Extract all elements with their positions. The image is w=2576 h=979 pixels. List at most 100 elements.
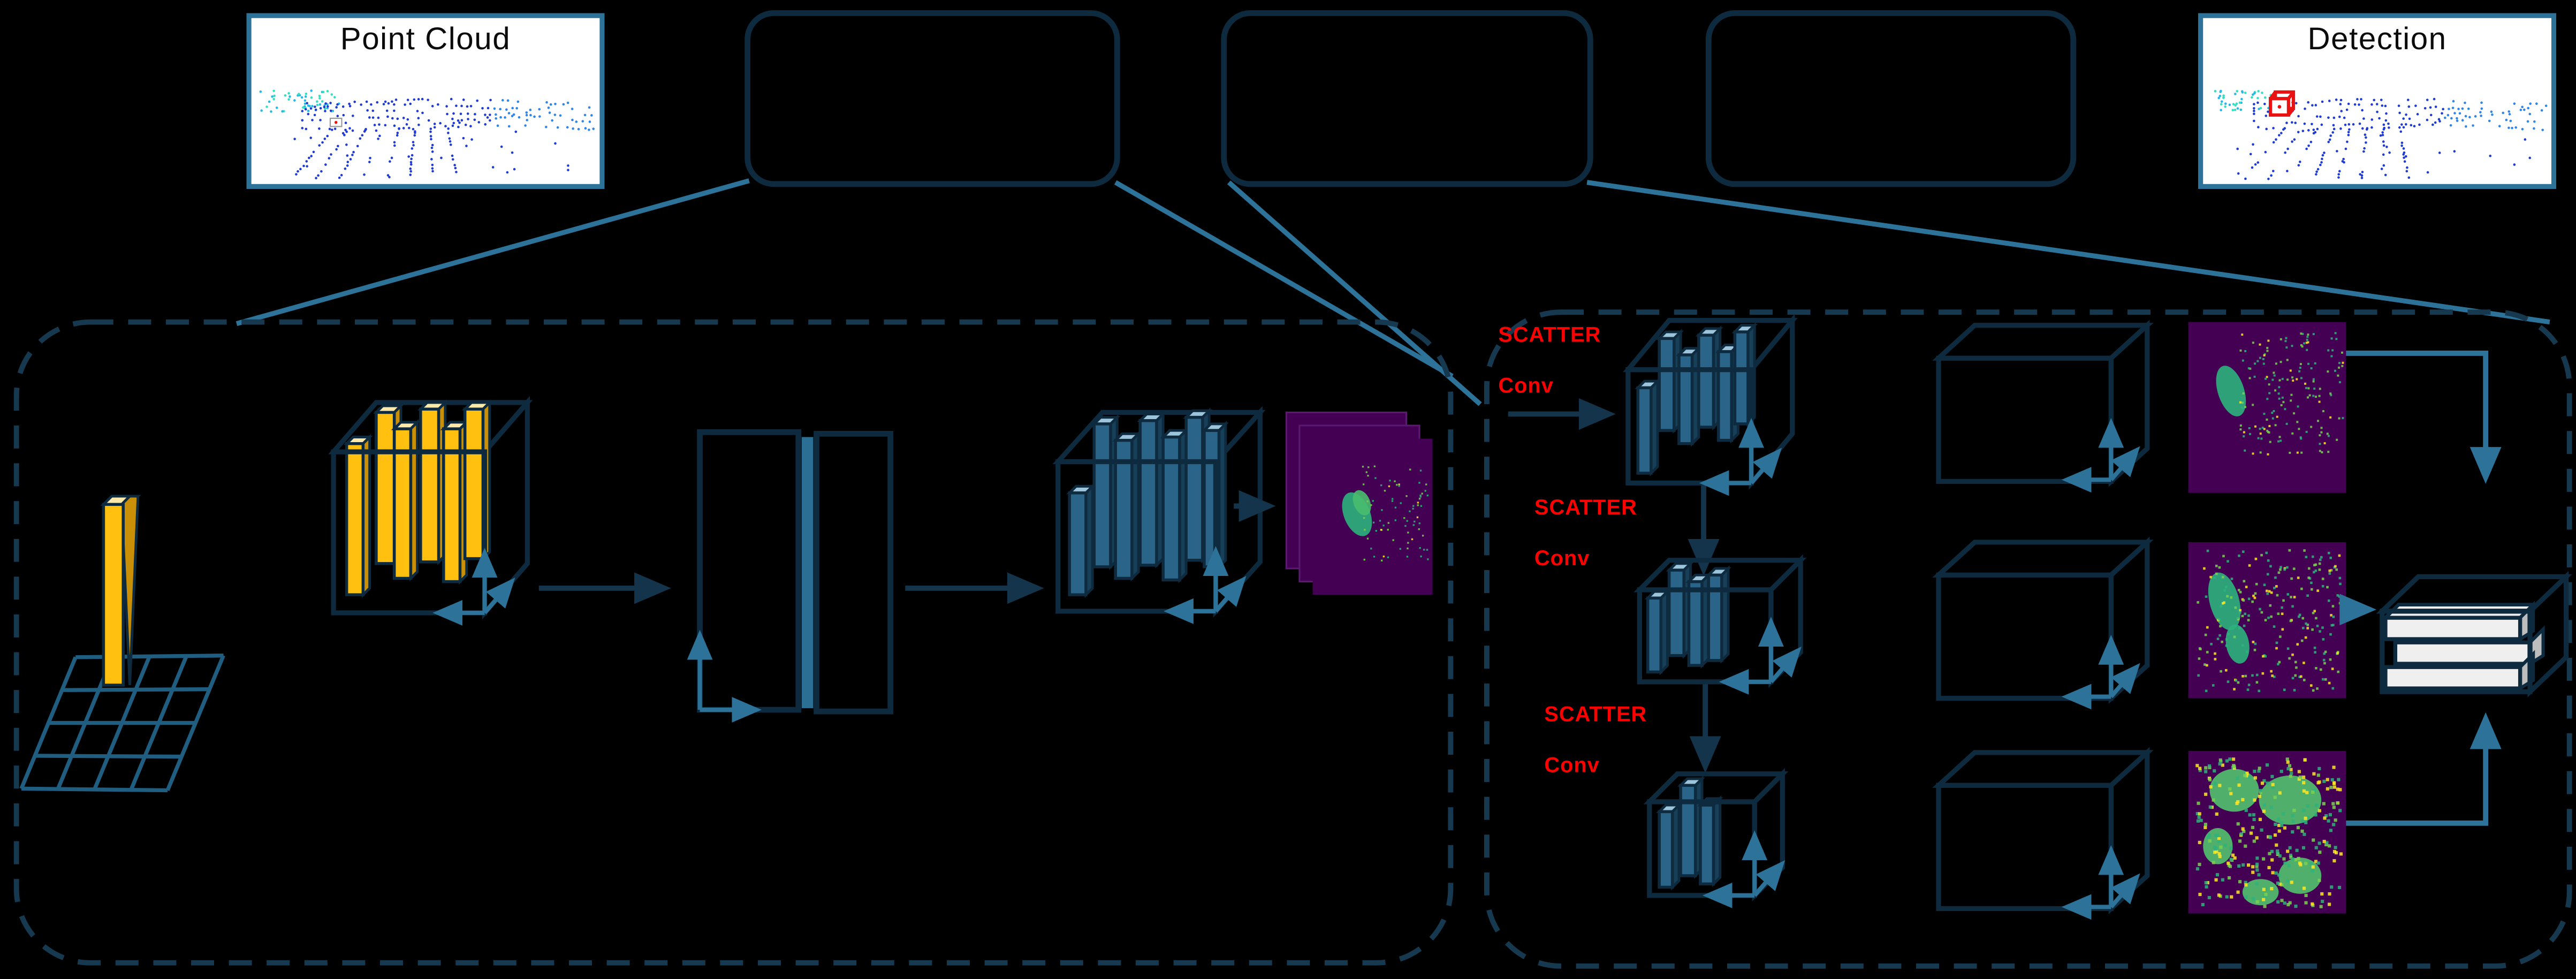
pillar-side — [120, 495, 140, 686]
map-pixel — [2251, 825, 2255, 829]
lidar-point — [2335, 98, 2338, 101]
map-pixel — [1366, 500, 1369, 503]
scatter-label-2: SCATTER — [1534, 494, 1637, 519]
slab — [2393, 640, 2532, 666]
slab — [2383, 665, 2522, 690]
lidar-point — [271, 95, 273, 98]
map-pixel — [2310, 588, 2313, 591]
map-pixel — [2281, 396, 2284, 399]
map-pixel — [2262, 898, 2266, 901]
lidar-point — [549, 103, 552, 106]
map-pixel — [2298, 428, 2300, 430]
map-pixel — [2328, 599, 2330, 602]
lidar-point — [2456, 117, 2458, 120]
lidar-point — [2402, 117, 2405, 120]
map-pixel — [2331, 605, 2335, 608]
lidar-point — [571, 118, 574, 122]
lidar-point — [526, 119, 529, 122]
lidar-point — [2241, 91, 2244, 94]
lidar-point — [2449, 124, 2452, 127]
map-pixel — [2331, 349, 2334, 352]
lidar-point — [2307, 101, 2309, 104]
cube-right — [482, 396, 530, 620]
map-pixel — [1367, 466, 1370, 468]
map-pixel — [2331, 667, 2334, 670]
panel-frame — [246, 13, 605, 189]
lidar-point — [412, 127, 415, 131]
map-pixel — [2304, 821, 2308, 824]
lidar-point — [2251, 96, 2253, 99]
grid-line — [93, 655, 151, 791]
lidar-point — [2513, 163, 2516, 166]
lidar-point — [2337, 173, 2341, 176]
lidar-point — [370, 103, 373, 106]
map-pixel — [2334, 369, 2336, 372]
map-pixel — [2289, 451, 2291, 454]
map-pixel — [2214, 878, 2218, 882]
map-pixel — [2305, 386, 2308, 389]
map-pixel — [2266, 429, 2269, 432]
lidar-point — [2404, 155, 2407, 158]
map-pixel — [2293, 596, 2296, 598]
lidar-point — [2457, 108, 2460, 110]
map-pixel — [1409, 510, 1411, 512]
lidar-point — [2384, 104, 2387, 108]
map-pixel — [2339, 582, 2342, 586]
map-pixel — [1406, 556, 1409, 558]
map-pixel — [2307, 362, 2309, 365]
lidar-point — [2527, 107, 2529, 110]
map-pixel — [2328, 572, 2331, 575]
pillar-front — [1184, 415, 1204, 562]
map-pixel — [2233, 635, 2236, 639]
lidar-point — [2244, 177, 2247, 180]
lidar-point — [433, 123, 436, 125]
lidar-point — [491, 166, 495, 169]
lidar-point — [2267, 110, 2269, 113]
map-pixel — [2270, 858, 2274, 862]
map-pixel — [2305, 430, 2308, 433]
map-pixel — [2286, 566, 2289, 569]
map-pixel — [2267, 835, 2270, 839]
map-pixel — [2198, 840, 2201, 844]
map-pixel — [1370, 504, 1372, 506]
map-pixel — [2231, 853, 2235, 857]
lidar-point — [2222, 94, 2225, 97]
map-pixel — [2280, 899, 2284, 902]
lidar-point — [2535, 102, 2538, 105]
pillar-front — [1667, 568, 1686, 657]
map-pixel — [2286, 647, 2290, 650]
lidar-point — [449, 140, 452, 143]
map-pixel — [2248, 813, 2252, 817]
map-pixel — [2265, 551, 2268, 555]
map-pixel — [2208, 805, 2212, 809]
map-pixel — [2243, 435, 2245, 438]
lidar-point — [2505, 118, 2508, 122]
lidar-point — [2347, 131, 2350, 134]
map-pixel — [2310, 426, 2313, 428]
map-pixel — [2293, 412, 2296, 415]
map-pixel — [2321, 899, 2324, 904]
map-pixel — [2199, 818, 2203, 822]
map-pixel — [2215, 834, 2219, 838]
map-pixel — [2328, 892, 2331, 896]
map-pixel — [2317, 841, 2321, 845]
lidar-point — [446, 112, 449, 116]
map-pixel — [2263, 354, 2266, 356]
lidar-point — [2381, 131, 2384, 134]
map-pixel — [2296, 378, 2298, 381]
lidar-point — [2468, 116, 2471, 119]
map-pixel — [2278, 791, 2282, 795]
map-pixel — [2255, 882, 2259, 886]
lidar-point — [328, 157, 331, 160]
map-pixel — [1419, 547, 1421, 549]
map-pixel — [2268, 852, 2271, 855]
map-pixel — [2320, 431, 2323, 434]
axis-diag — [1750, 447, 1782, 485]
lidar-point — [2490, 110, 2493, 113]
lidar-point — [275, 107, 278, 109]
lidar-point — [2403, 156, 2405, 159]
map-pixel — [2286, 593, 2290, 596]
map-pixel — [2289, 775, 2292, 778]
conv-label-3: Conv — [1544, 752, 1600, 777]
lidar-point — [486, 116, 489, 119]
